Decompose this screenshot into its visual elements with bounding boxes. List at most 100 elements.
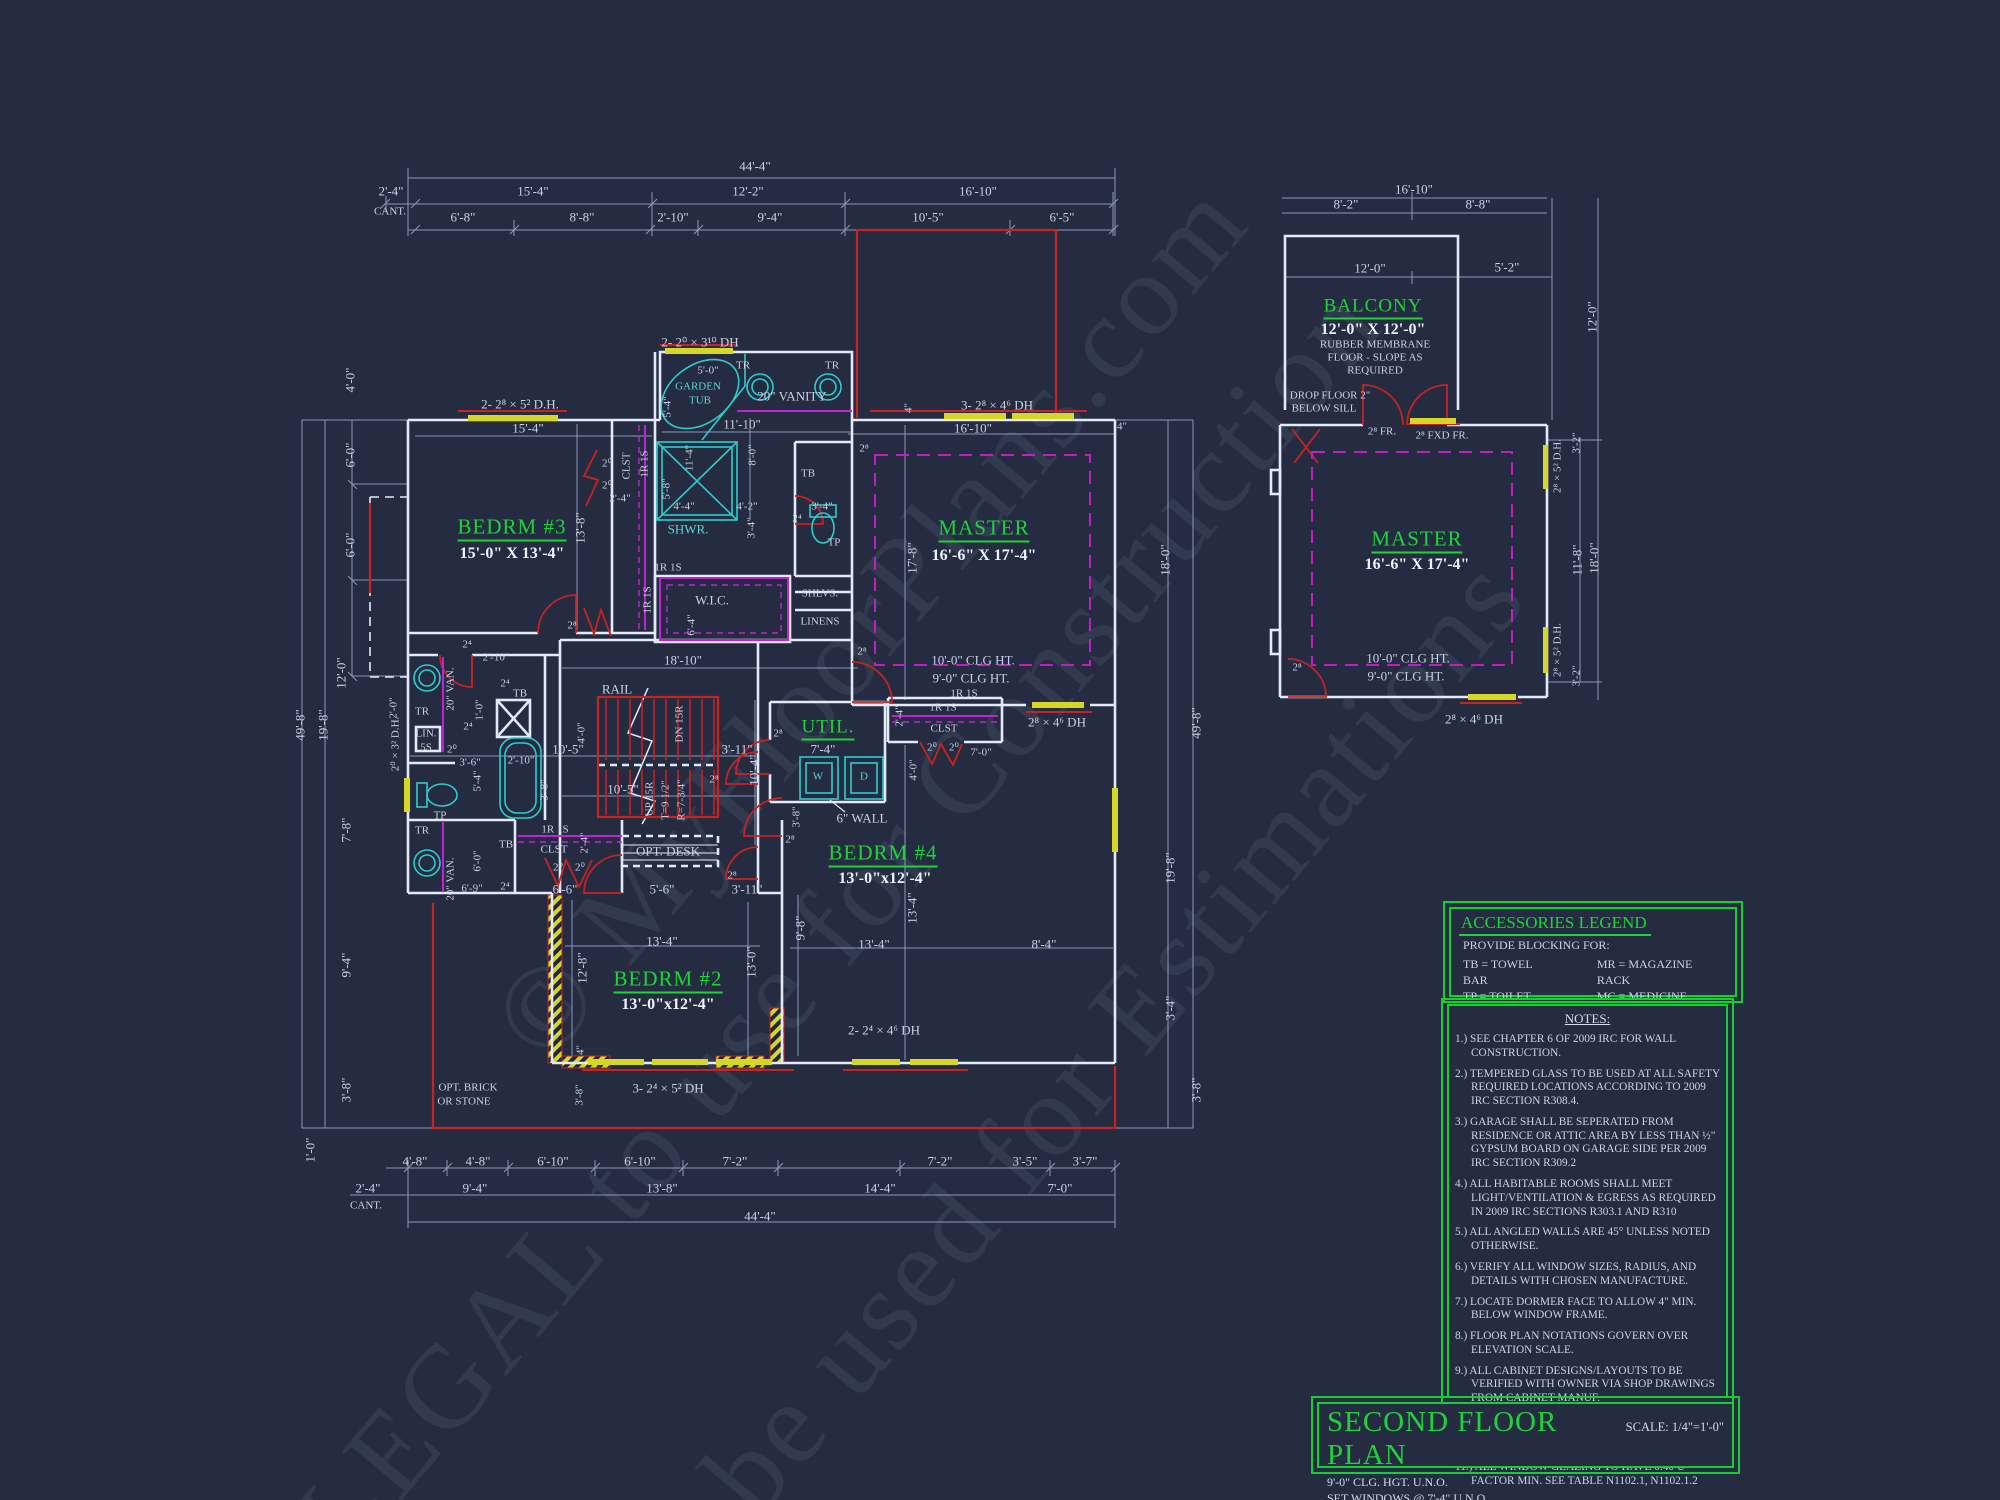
dim: 4'-2" <box>736 500 758 513</box>
dim: 13'-8" <box>572 512 588 544</box>
dim: 6'-0" <box>342 532 358 558</box>
garden-tub-label: GARDEN <box>675 380 721 393</box>
dim: 4'-0" <box>342 367 358 393</box>
door-size-label: 2⁸ <box>567 619 577 632</box>
door-size-label: 2⁸ <box>773 727 783 740</box>
window-size-label: 2⁸ × 5² D.H. <box>1551 623 1564 677</box>
dim: 2'-10" <box>482 651 510 664</box>
door-size-label: 2⁴ <box>462 638 472 651</box>
note-item: 3.) GARAGE SHALL BE SEPERATED FROM RESID… <box>1455 1115 1716 1170</box>
dim: 3'-11" <box>721 741 753 757</box>
dim: 3'-5" <box>1012 1153 1038 1169</box>
dim: 3'-6" <box>459 756 481 769</box>
room-label-master2: MASTER <box>1371 528 1463 554</box>
dim: 3'-4" <box>811 500 833 513</box>
dim: 11'-4" <box>683 444 696 472</box>
vanity-label: 20" VAN. <box>444 667 457 711</box>
rail-label: RAIL <box>601 681 633 697</box>
cant-label: CANT. <box>350 1199 382 1212</box>
windows <box>404 348 1548 1065</box>
door-size-label: 2⁴ <box>463 720 473 733</box>
dim: 4'-8" <box>465 1153 491 1169</box>
dim: 13'-0" <box>743 946 759 978</box>
door-size-label: 2⁰ <box>447 743 457 756</box>
notes-panel: NOTES: 1.) SEE CHAPTER 6 OF 2009 IRC FOR… <box>1441 998 1734 1487</box>
dim: 6'-9" <box>461 882 483 895</box>
room-size-bedrm3: 15'-0" X 13'-4" <box>459 545 565 562</box>
dim: 3'-8" <box>1188 1077 1204 1103</box>
dim: 9'-4" <box>462 1180 488 1196</box>
rod-shelf-label: 1R 1S <box>541 823 569 836</box>
stairs-down-label: DN 15R <box>673 705 686 743</box>
dim: 15'-4" <box>512 420 544 436</box>
note-item: 4.) ALL HABITABLE ROOMS SHALL MEET LIGHT… <box>1455 1178 1716 1218</box>
dim: 5'-8" <box>660 478 673 500</box>
tread-label: T=9 1/2" <box>659 780 672 820</box>
dim: 16'-10" <box>1395 181 1433 197</box>
garden-tub-label: TUB <box>689 394 711 407</box>
dim: 7'-2" <box>722 1153 748 1169</box>
fixtures <box>413 354 884 877</box>
dim: 19'-8" <box>1162 852 1178 884</box>
note-item: 7.) LOCATE DORMER FACE TO ALLOW 4" MIN. … <box>1455 1295 1697 1322</box>
dim: 2'-4" <box>578 832 591 854</box>
dim: 10'-5" <box>912 209 944 225</box>
toilet-paper-label: TP <box>433 809 447 822</box>
rod-shelf-label: 1R 1S <box>654 561 682 574</box>
balcony-note: REQUIRED <box>1347 364 1403 377</box>
window-size-label: 2- 2⁸ × 5² D.H. <box>481 396 559 412</box>
dim: 9'-4" <box>338 952 354 978</box>
dashed-bay-walls <box>369 496 408 678</box>
dim: 6'-8" <box>450 209 476 225</box>
linen-label: 5S <box>420 741 432 754</box>
window-size-label: 2⁸ FXD FR. <box>1415 429 1469 442</box>
notes-header: NOTES: <box>1564 1011 1611 1026</box>
dim: 8'-8" <box>569 209 595 225</box>
ceiling-height-label: 9'-0" CLG HT. <box>932 670 1010 686</box>
dim: 12'-8" <box>574 952 590 984</box>
dim-overall-top: 44'-4" <box>739 158 771 174</box>
accessories-legend: ACCESSORIES LEGEND PROVIDE BLOCKING FOR:… <box>1443 901 1743 1052</box>
room-size-balcony: 12'-0" X 12'-0" <box>1320 321 1426 338</box>
dim: 49'-8" <box>1188 707 1204 739</box>
dim: 9'-4" <box>757 209 783 225</box>
dim: 18'-0" <box>1157 544 1173 576</box>
closet-label: CLST <box>930 722 958 735</box>
door-size-label: 2⁰ <box>575 861 585 874</box>
dim: 13'-4" <box>904 892 920 924</box>
note-item: 2.) TEMPERED GLASS TO BE USED AT ALL SAF… <box>1455 1067 1720 1108</box>
dim: 3'-2" <box>1570 665 1583 687</box>
dim: 9'-8" <box>792 915 808 941</box>
room-size-master2: 16'-6" X 17'-4" <box>1364 556 1470 573</box>
ceiling-height-label: 9'-0" CLG HT. <box>1367 668 1445 684</box>
room-label-balcony: BALCONY <box>1323 297 1423 320</box>
dim: 2'-4" <box>355 1180 381 1196</box>
dim: 13'-8" <box>646 1180 678 1196</box>
finish-note-label: OPT. BRICK <box>438 1081 498 1094</box>
dim: 1'-0" <box>302 1137 318 1163</box>
towel-ring-label: TR <box>824 359 840 372</box>
towel-bar-label: TB <box>498 838 514 851</box>
door-size-label: 2⁸ FR. <box>1367 425 1397 438</box>
drop-floor-note: DROP FLOOR 2" <box>1289 389 1371 402</box>
room-size-bedrm4: 13'-0"x12'-4" <box>838 870 932 887</box>
towel-bar-label: TB <box>512 687 528 700</box>
room-label-bedrm3: BEDRM #3 <box>457 516 567 542</box>
dim: 3'-8" <box>790 806 803 828</box>
dim: 10'-5" <box>552 741 584 757</box>
dim: 6'-6" <box>552 881 578 897</box>
closet-rods <box>442 410 998 891</box>
dim: 18'-0" <box>1586 542 1602 574</box>
dim: 2'-10" <box>657 209 689 225</box>
legend-header: ACCESSORIES LEGEND <box>1459 913 1651 936</box>
dim: 3'-8" <box>538 779 551 801</box>
dim: 2'-4" <box>609 492 631 505</box>
vanity-label: 20" VANITY <box>757 388 827 404</box>
finish-note-label: OR STONE <box>437 1095 491 1108</box>
dim: 7'-0" <box>970 746 992 759</box>
linens-label: LINENS <box>800 615 840 628</box>
sheet-title: SECOND FLOOR PLAN <box>1327 1406 1558 1471</box>
dim: 1'-0" <box>473 699 486 721</box>
balcony-note: FLOOR - SLOPE AS <box>1327 351 1423 364</box>
room-size-util: 7'-4" <box>810 741 836 757</box>
